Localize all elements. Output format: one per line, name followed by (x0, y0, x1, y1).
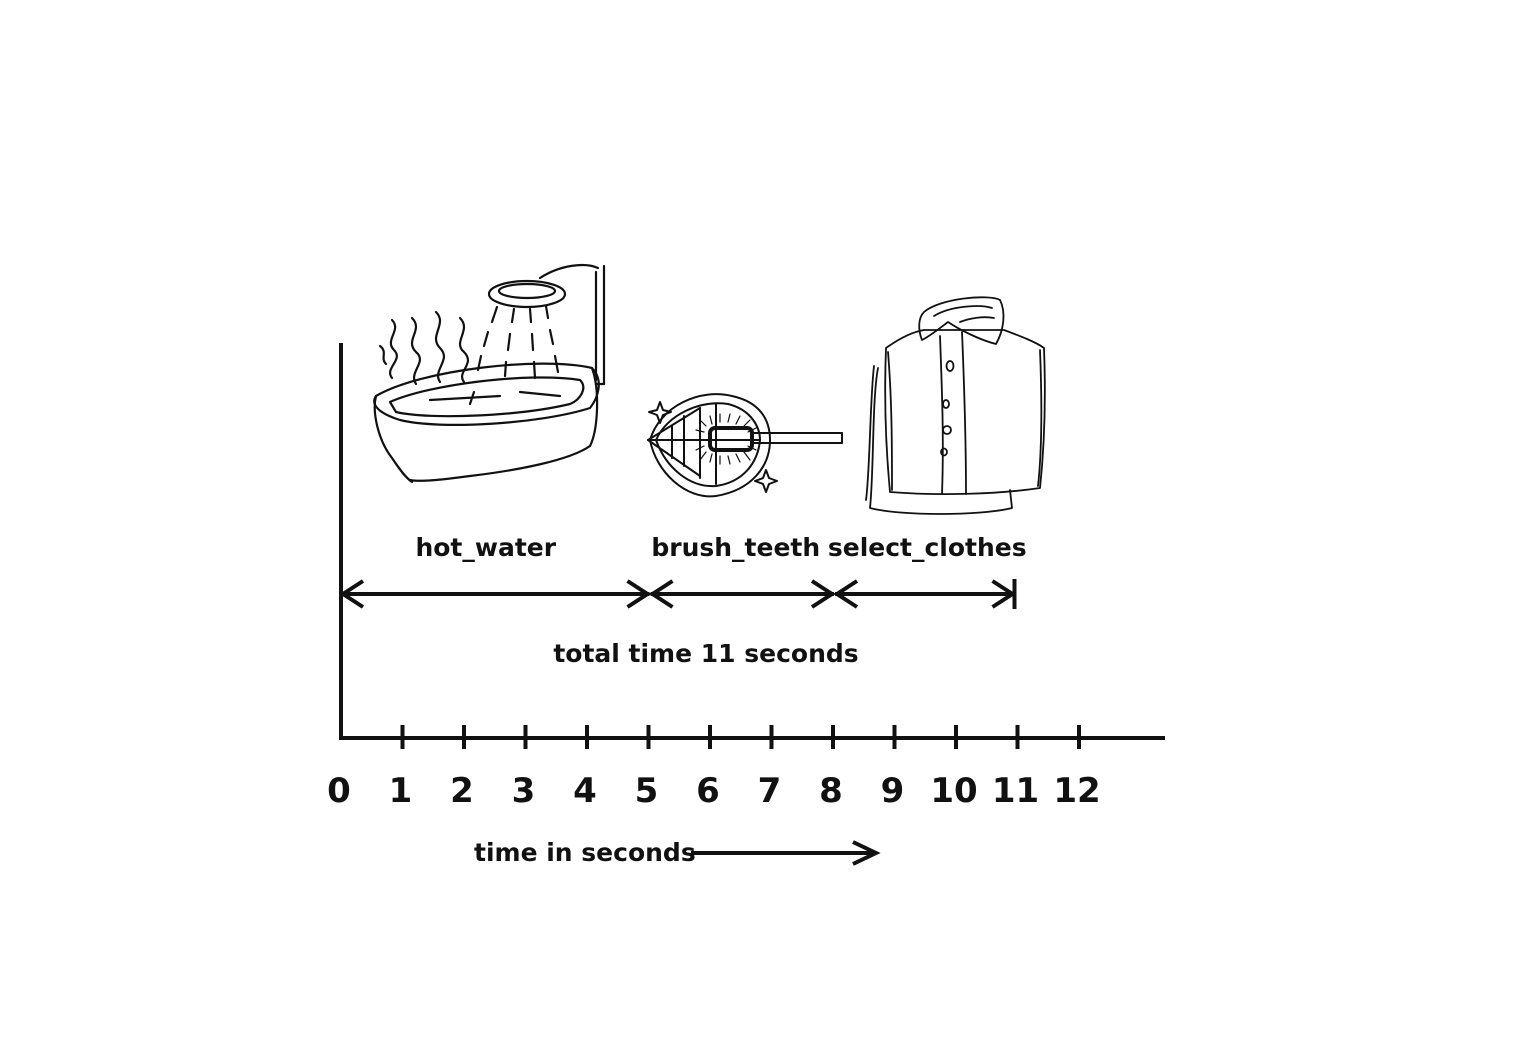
task-labels: hot_water brush_teeth select_clothes (415, 533, 1026, 562)
duration-arrow (339, 579, 652, 609)
arrowhead-right-icon (810, 579, 836, 609)
axis-tick-label: 9 (881, 771, 905, 811)
arrowhead-right-icon (626, 579, 652, 609)
time-direction-arrow-icon (691, 840, 881, 866)
duration-arrows (339, 579, 1017, 609)
arrowhead-left-icon (339, 579, 365, 609)
arrowhead-left-icon (648, 579, 674, 609)
axis-tick-label: 8 (819, 771, 843, 811)
duration-arrow (833, 579, 1017, 609)
bathtub-shower-icon (373, 263, 606, 484)
shirt-icon (865, 296, 1046, 515)
arrowhead-left-icon (833, 579, 859, 609)
task-label-brush-teeth: brush_teeth (651, 533, 820, 562)
axis-tick-label: 12 (1053, 771, 1100, 811)
axis-tick-label: 1 (389, 771, 413, 811)
axis-tick-label: 4 (573, 771, 597, 811)
axis-tick-label: 2 (450, 771, 474, 811)
total-time-label: total time 11 seconds (553, 639, 858, 668)
task-label-hot-water: hot_water (415, 533, 556, 562)
task-label-select-clothes: select_clothes (828, 533, 1027, 562)
axis-tick-label: 5 (635, 771, 659, 811)
axis-tick-label: 3 (512, 771, 536, 811)
axis-tick-marks (400, 725, 1081, 749)
axis-tick-label: 0 (327, 771, 351, 811)
axis-title: time in seconds (474, 838, 696, 867)
axis-tick-label: 11 (992, 771, 1039, 811)
axis-tick-label: 6 (696, 771, 720, 811)
axis-tick-label: 7 (758, 771, 782, 811)
axis-tick-label: 10 (930, 771, 977, 811)
duration-arrow (648, 579, 836, 609)
toothbrush-mouth-icon (647, 393, 843, 498)
